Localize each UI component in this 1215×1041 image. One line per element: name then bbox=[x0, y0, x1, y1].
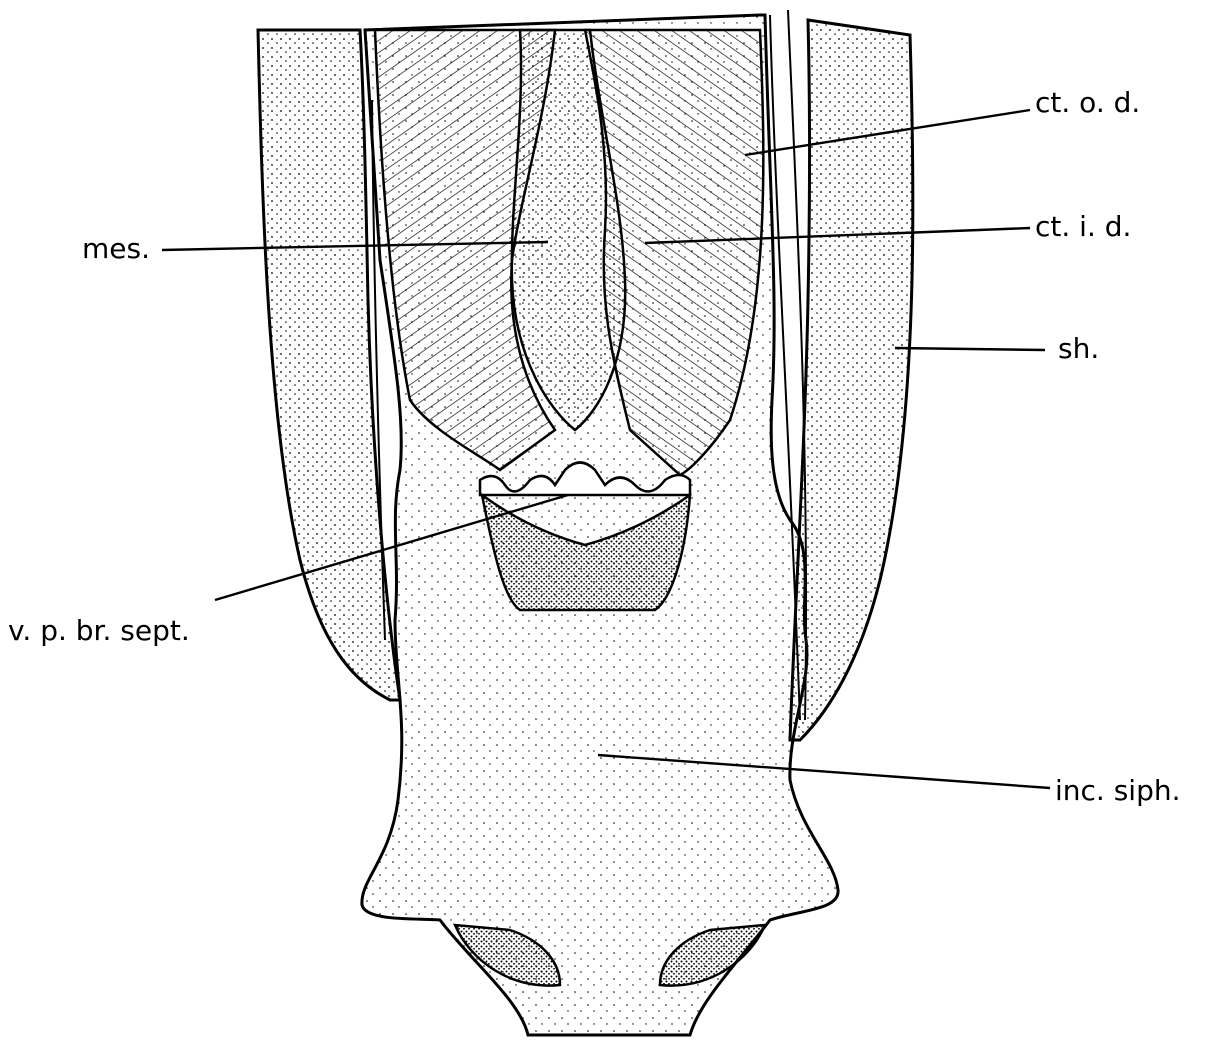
label-inc-siph: inc. siph. bbox=[1055, 774, 1181, 807]
label-ct-o-d: ct. o. d. bbox=[1035, 86, 1140, 119]
label-mes: mes. bbox=[82, 232, 150, 265]
shell-right bbox=[790, 20, 913, 740]
label-ct-i-d: ct. i. d. bbox=[1035, 210, 1131, 243]
label-v-p-br-sept: v. p. br. sept. bbox=[8, 614, 190, 647]
label-sh: sh. bbox=[1058, 332, 1099, 365]
leader-sh bbox=[895, 348, 1045, 350]
